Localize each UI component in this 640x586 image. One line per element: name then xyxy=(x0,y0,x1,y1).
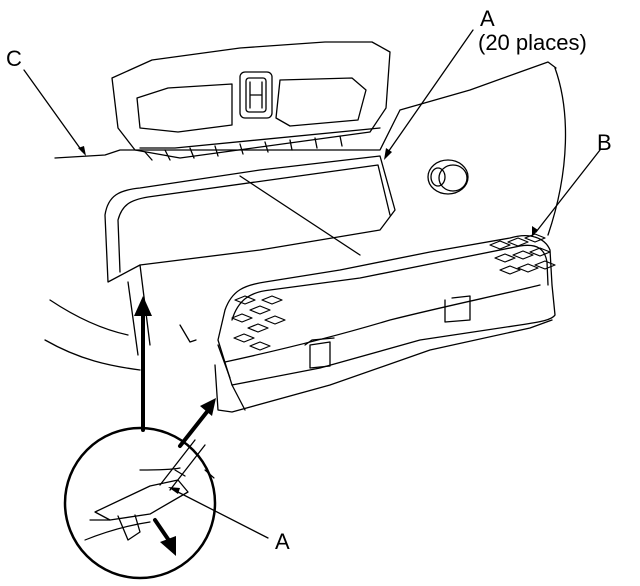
arrowheads xyxy=(134,296,216,556)
emblem xyxy=(239,71,273,119)
upper-grille xyxy=(111,41,391,161)
callout-b-letter: B xyxy=(597,130,612,155)
fog-light xyxy=(427,159,469,195)
callout-c-letter: C xyxy=(6,46,22,71)
lower-opening xyxy=(104,155,396,356)
grille-mesh xyxy=(231,233,556,351)
clip-detail-circle xyxy=(63,426,217,580)
leader-arrowheads xyxy=(78,146,538,494)
callout-a-letter: A xyxy=(480,6,495,31)
leader-lines xyxy=(23,29,601,539)
callout-a-note: (20 places) xyxy=(478,30,587,55)
removal-arrows xyxy=(141,310,212,544)
front-bumper xyxy=(44,61,567,371)
callout-a-detail-letter: A xyxy=(275,529,290,554)
